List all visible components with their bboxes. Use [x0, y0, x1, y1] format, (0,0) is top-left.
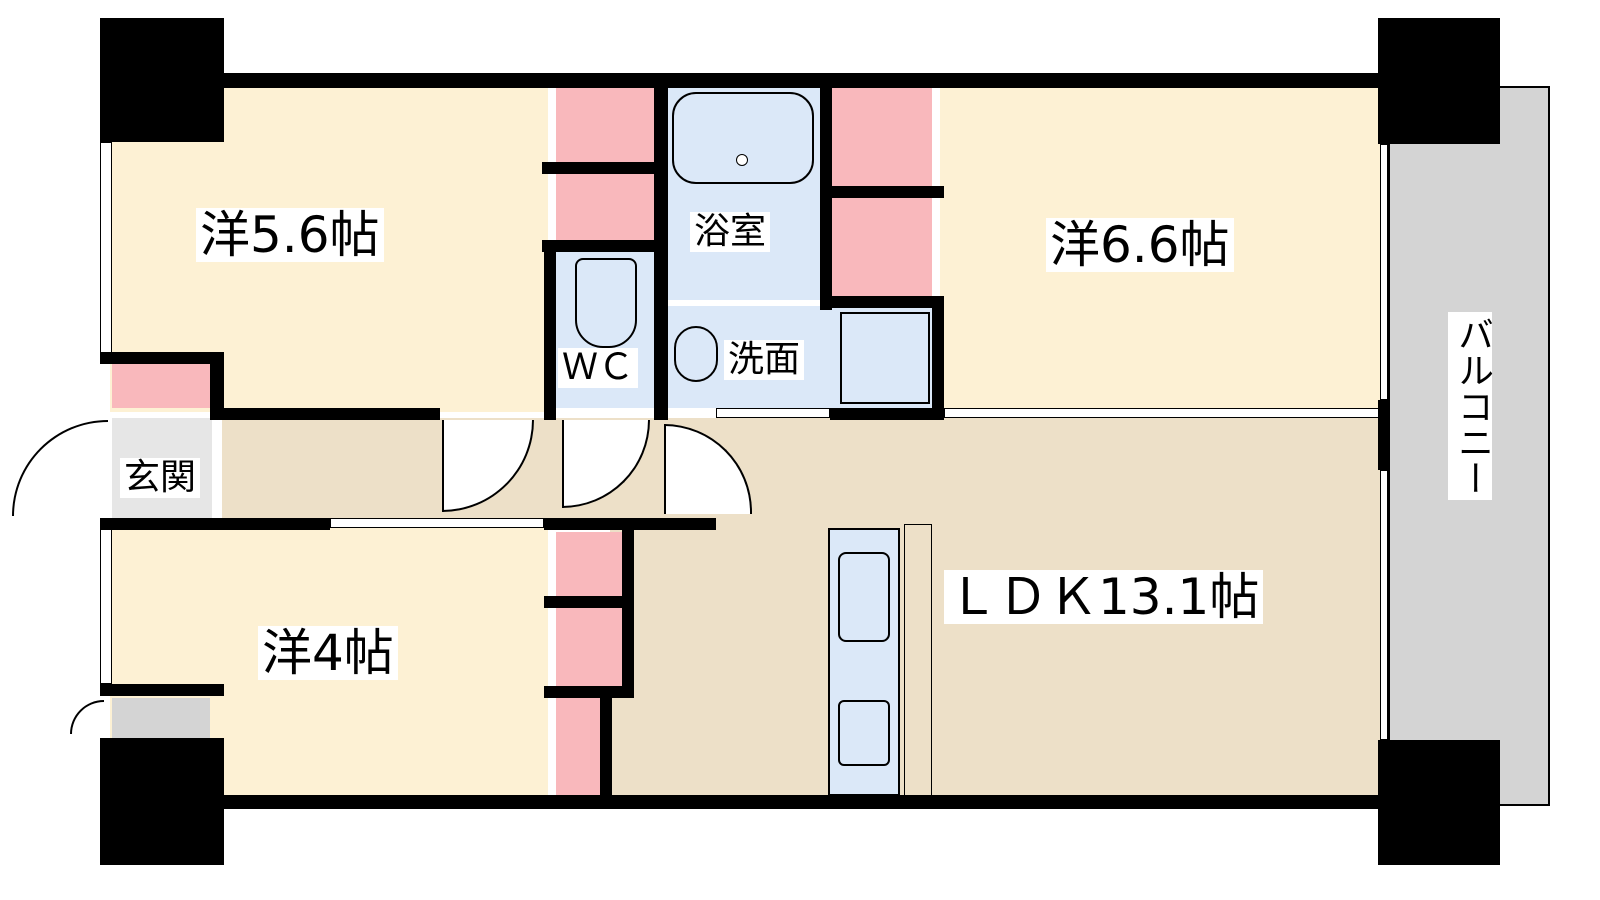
column: [1378, 740, 1500, 865]
wall: [544, 518, 716, 530]
stove-icon: [838, 700, 890, 766]
wall: [622, 530, 634, 698]
wall: [100, 142, 112, 356]
room-label-washroom: 洗面: [724, 340, 805, 380]
wall: [830, 408, 944, 420]
bathtub-icon: [672, 92, 814, 184]
column: [100, 18, 224, 142]
wall: [600, 690, 612, 800]
entrance-door[interactable]: [12, 420, 108, 516]
wall: [1378, 400, 1390, 470]
wall: [542, 162, 658, 174]
wall: [820, 86, 832, 310]
room-label-western-5-6: 洋5.6帖: [196, 208, 384, 262]
wall: [210, 352, 224, 412]
wall: [654, 86, 668, 420]
sink-icon: [674, 326, 718, 382]
room-label-western-4: 洋4帖: [258, 626, 398, 680]
wall: [100, 352, 224, 364]
window: [1380, 144, 1388, 400]
wall-top: [220, 73, 1380, 88]
wall-bottom: [220, 795, 1380, 809]
wall: [100, 684, 224, 696]
washing-machine-icon: [840, 312, 930, 404]
wall: [832, 186, 944, 198]
partition: [944, 408, 1380, 418]
room-label-wc: ＷＣ: [558, 348, 639, 388]
balcony-label: バルコニー: [1448, 312, 1493, 500]
closet: [832, 88, 932, 186]
room-label-bath: 浴室: [690, 212, 771, 252]
wall: [544, 686, 634, 698]
column: [1378, 18, 1500, 144]
wall: [820, 296, 944, 308]
wall: [210, 408, 440, 420]
closet: [556, 608, 622, 686]
drain-icon: [736, 154, 748, 166]
column: [100, 738, 224, 865]
sliding-door[interactable]: [716, 408, 830, 418]
wall: [544, 596, 624, 608]
wall: [100, 528, 112, 684]
sliding-door[interactable]: [330, 518, 544, 528]
room-label-ldk: ＬＤＫ13.1帖: [944, 570, 1264, 624]
storage: [112, 698, 210, 738]
storage-door[interactable]: [70, 700, 104, 734]
toilet-icon: [575, 258, 637, 348]
closet: [556, 696, 602, 796]
closet: [556, 174, 656, 242]
window: [1380, 470, 1388, 740]
wall: [542, 240, 658, 252]
kitchen-sink-icon: [838, 552, 890, 642]
closet: [556, 88, 656, 162]
kitchen-partition: [904, 524, 932, 796]
closet: [556, 532, 622, 598]
room-label-western-6-6: 洋6.6帖: [1046, 218, 1234, 272]
shoe-closet: [112, 364, 210, 408]
room-label-entrance: 玄関: [120, 458, 201, 498]
wall: [544, 240, 556, 420]
wall: [100, 518, 330, 530]
closet: [832, 198, 932, 296]
wall: [932, 296, 944, 420]
